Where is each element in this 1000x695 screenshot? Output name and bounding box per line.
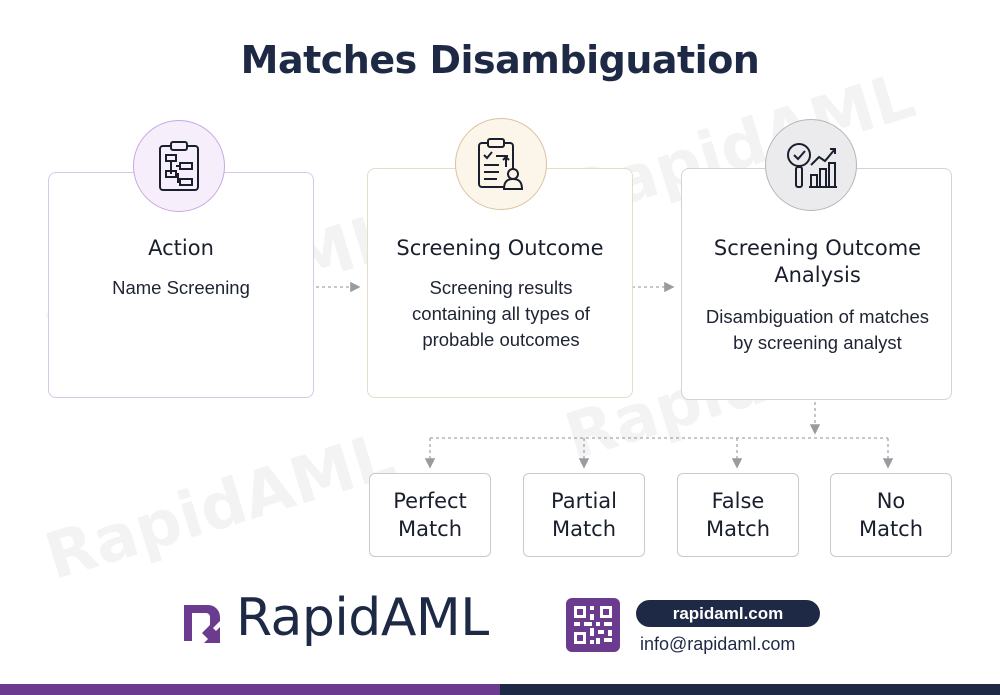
- magnifier-chart-icon: [765, 119, 857, 211]
- checklist-clipboard-user-icon: [455, 118, 547, 210]
- outcome-label-line2: Match: [705, 517, 771, 541]
- qr-code-icon: [566, 598, 620, 652]
- outcome-label-line2: Match: [397, 517, 463, 541]
- step-title: Screening Outcome: [396, 236, 604, 260]
- step-title: Screening Outcome Analysis: [713, 236, 922, 287]
- outcome-label-line1: No: [876, 489, 906, 513]
- footer-bar-navy: [500, 684, 1000, 695]
- step-description: Name Screening: [112, 277, 250, 298]
- step-screening-outcome-card: Screening Outcome Screening results cont…: [367, 168, 633, 398]
- outcome-label-line1: Partial: [551, 489, 617, 513]
- step-title: Action: [148, 236, 214, 260]
- outcome-label-line2: Match: [551, 517, 617, 541]
- page-title: Matches Disambiguation: [240, 38, 760, 82]
- outcome-label-line1: Perfect: [393, 489, 467, 513]
- flowchart-clipboard-icon: [133, 120, 225, 212]
- outcome-label-line2: Match: [858, 517, 924, 541]
- email-link[interactable]: info@rapidaml.com: [640, 634, 796, 654]
- rapidaml-logo-icon: [184, 605, 220, 643]
- outcome-label-line1: False: [711, 489, 765, 513]
- step-description: Disambiguation of matches by screening a…: [705, 306, 930, 353]
- brand-name: RapidAML: [236, 588, 489, 648]
- website-link[interactable]: rapidaml.com: [636, 600, 820, 627]
- footer-bar-purple: [0, 684, 500, 695]
- step-description: Screening results containing all types o…: [412, 277, 590, 350]
